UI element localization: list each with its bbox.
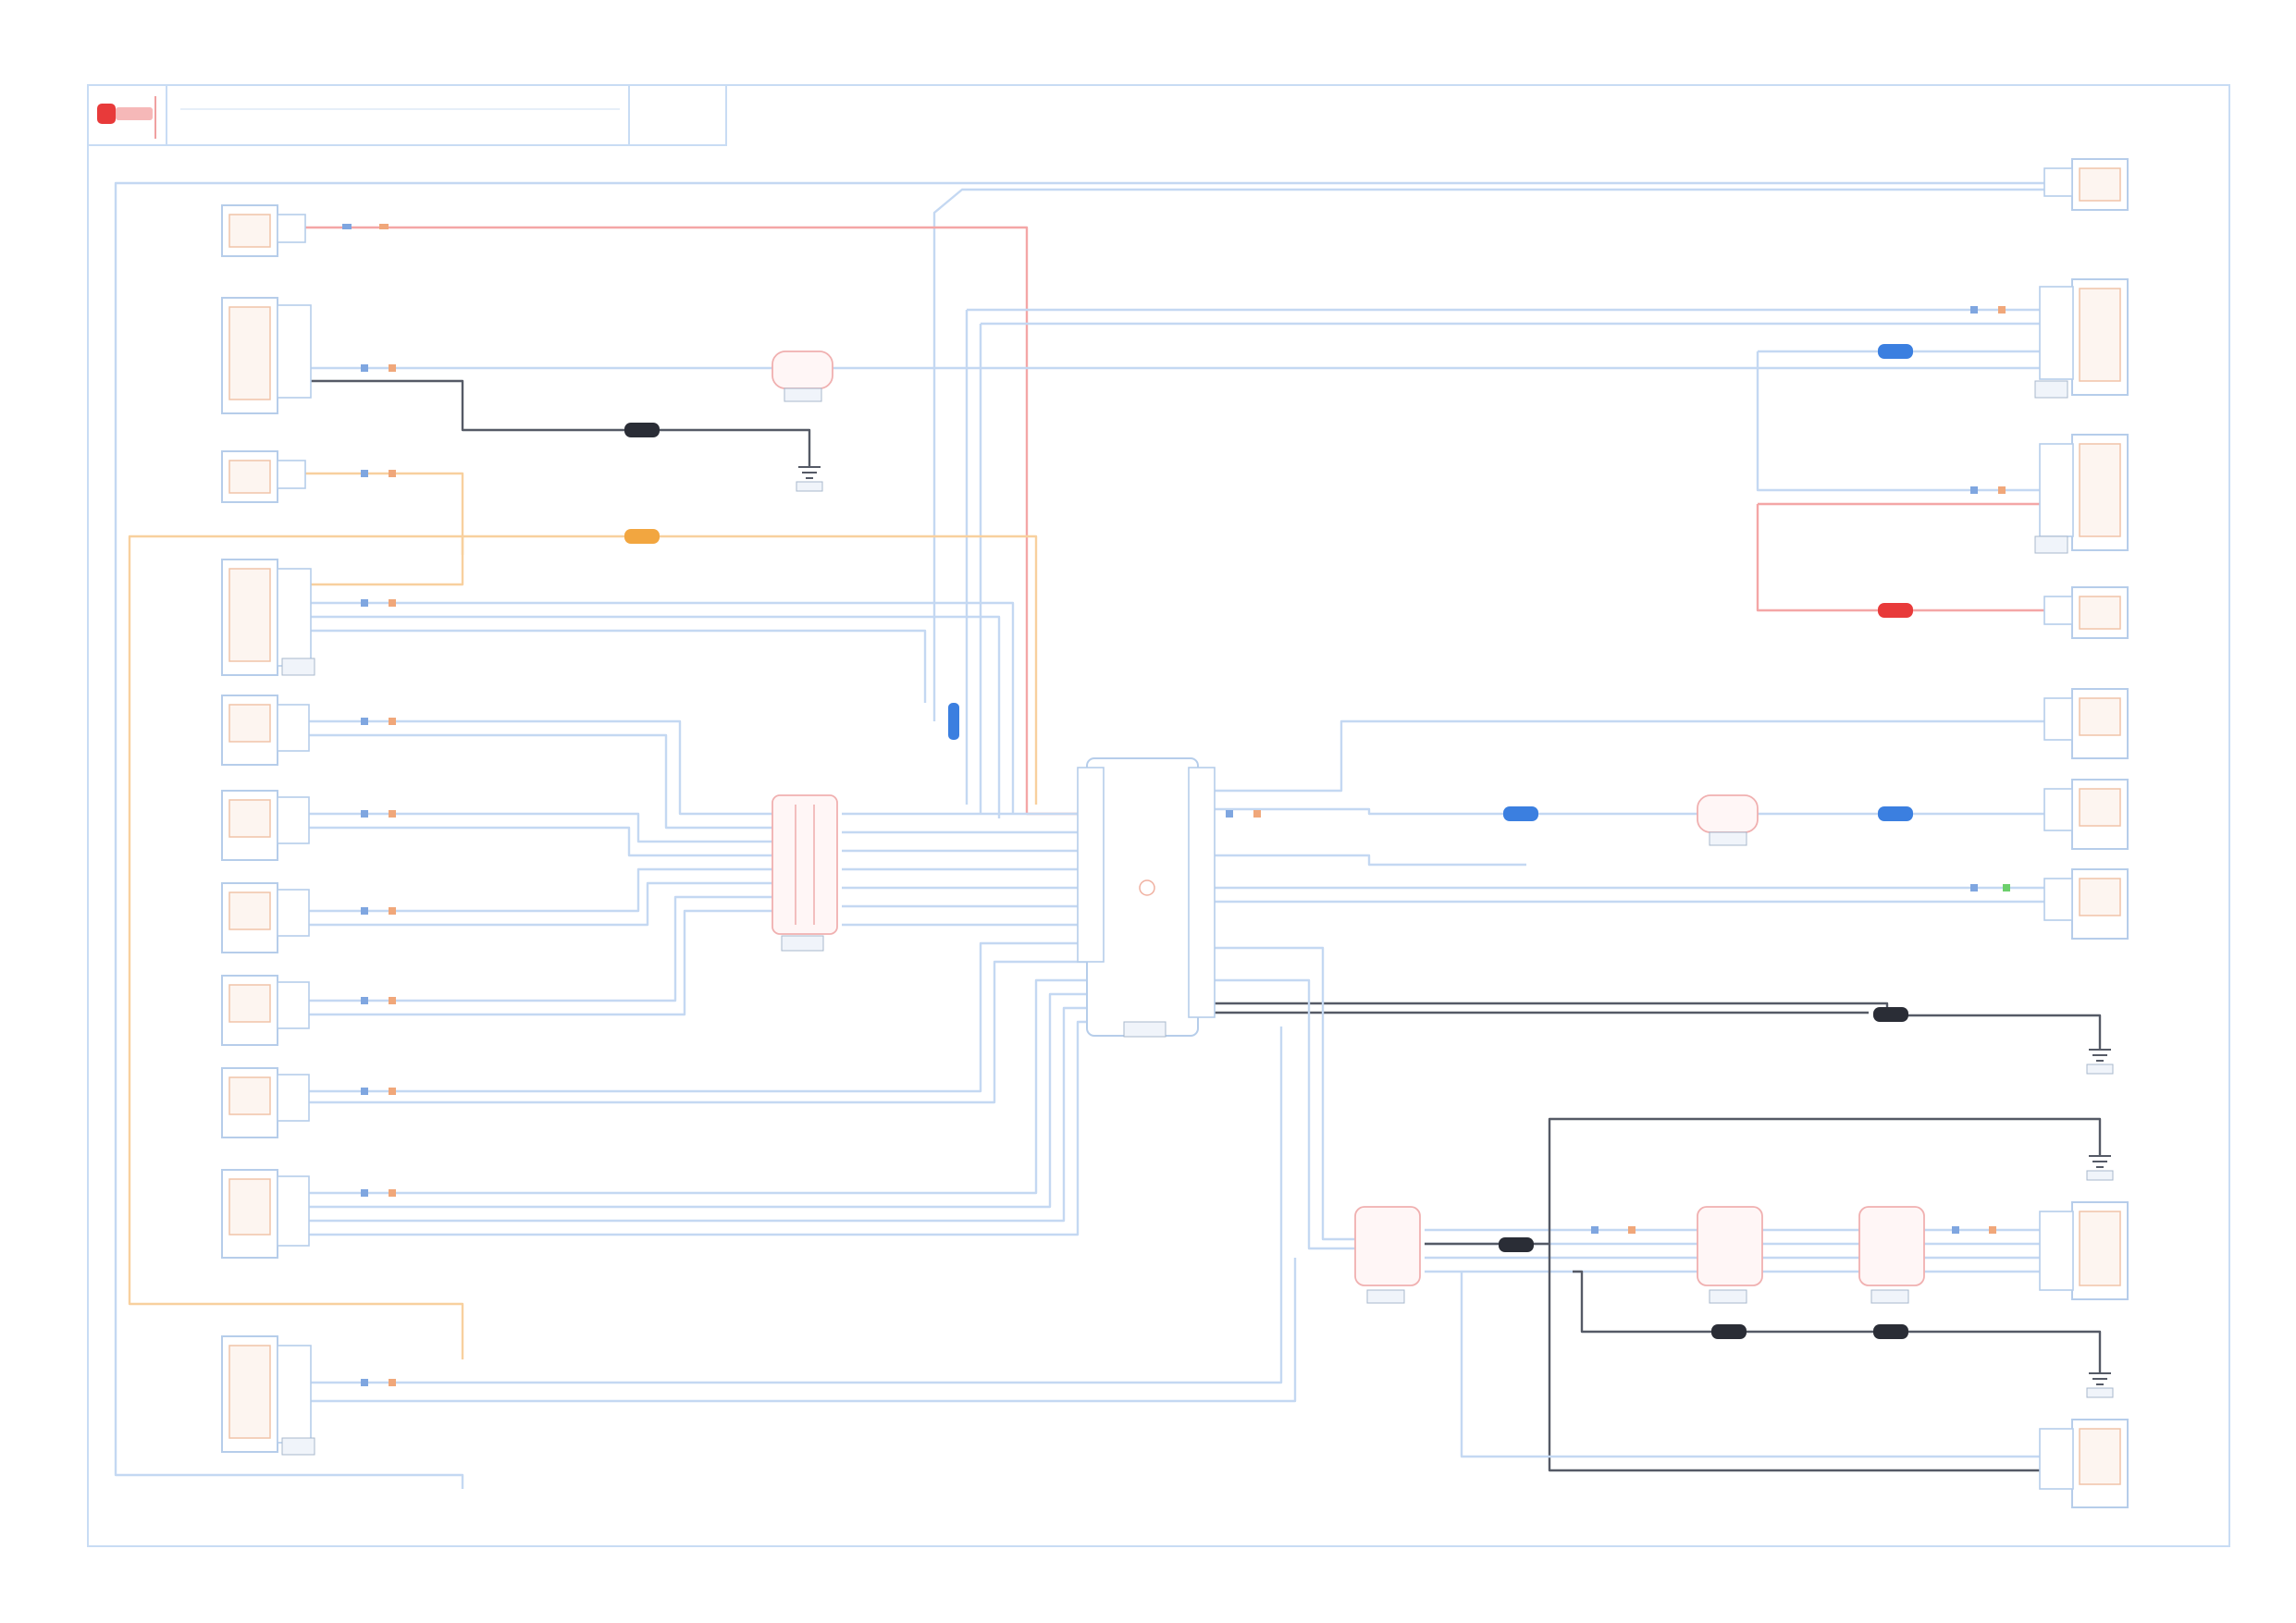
splice-icon <box>1499 1237 1534 1252</box>
central-connector <box>772 794 838 952</box>
ground-symbol-icon <box>2086 1049 2114 1075</box>
lower-connectors <box>1354 1206 1925 1304</box>
red-brand-logo-icon <box>97 96 156 139</box>
title-block-frame <box>87 84 727 146</box>
ground-layer <box>796 466 2114 1398</box>
component-box-icon <box>2039 1201 2129 1300</box>
ground-symbol-icon <box>2086 1372 2114 1398</box>
diagram-frame <box>87 84 2230 1547</box>
component-box-icon <box>221 695 310 766</box>
ground-symbol-icon <box>796 466 823 492</box>
component-box-icon <box>2043 586 2129 639</box>
component-box-icon <box>221 790 310 861</box>
pin-markers <box>342 224 2010 1386</box>
splice-icon <box>1503 806 1538 821</box>
inline-connector-icon <box>1354 1206 1421 1286</box>
component-box-icon <box>221 297 312 414</box>
splice-icon <box>624 529 660 544</box>
splice-icon <box>1873 1007 1908 1022</box>
left-components <box>221 204 315 1456</box>
inline-connector-icon <box>1697 1206 1763 1286</box>
splice-icon <box>948 703 959 740</box>
splice-icon <box>1878 806 1913 821</box>
splice-icon <box>1878 344 1913 359</box>
inline-connector-icon <box>772 350 833 389</box>
component-box-icon <box>2034 278 2129 399</box>
component-box-icon <box>2043 158 2129 211</box>
component-box-icon <box>221 1335 315 1456</box>
component-box-icon <box>221 1169 310 1259</box>
wire-layer <box>114 181 2102 1489</box>
component-box-icon <box>2039 1419 2129 1508</box>
splice-layer <box>624 344 1913 1339</box>
inline-connector-icon <box>1697 794 1759 833</box>
component-box-icon <box>221 1067 310 1138</box>
component-box-icon <box>221 204 306 257</box>
component-box-icon <box>221 559 315 676</box>
component-box-icon <box>2034 434 2129 554</box>
component-box-icon <box>221 450 306 503</box>
ecu-module <box>1077 757 1216 1038</box>
ground-symbol-icon <box>2086 1155 2114 1181</box>
splice-icon <box>1711 1324 1747 1339</box>
component-box-icon <box>2043 688 2129 759</box>
splice-icon <box>1878 603 1913 618</box>
title-block <box>87 84 727 146</box>
component-box-icon <box>2043 868 2129 940</box>
connector-pair <box>772 350 1759 846</box>
right-components <box>2034 158 2129 1508</box>
component-box-icon <box>2043 779 2129 850</box>
inline-connector-icon <box>772 794 838 935</box>
splice-icon <box>1873 1324 1908 1339</box>
component-box-icon <box>221 975 310 1046</box>
component-box-icon <box>221 882 310 953</box>
splice-icon <box>624 423 660 437</box>
inline-connector-icon <box>1858 1206 1925 1286</box>
